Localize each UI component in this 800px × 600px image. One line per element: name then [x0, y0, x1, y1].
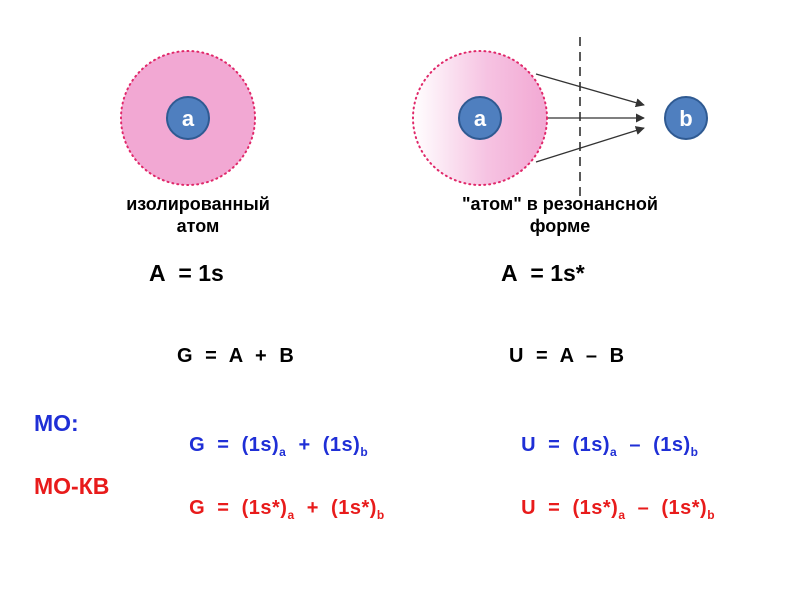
mokv-u-sub-a: a — [618, 508, 626, 522]
mo-g-pre: G = (1s) — [189, 434, 280, 456]
mokv-label: МО-КВ — [34, 473, 110, 499]
resonant-cloud-edge — [412, 50, 548, 186]
isolated-nucleus-label: a — [182, 106, 195, 131]
mo-u-equation: U = (1s)a – (1s)b — [509, 411, 699, 459]
mo-u-pre: U = (1s) — [521, 434, 611, 456]
mokv-u-sub-b: b — [707, 508, 716, 522]
basis-isolated-equation: А = 1s — [149, 260, 224, 286]
mokv-u-mid: – (1s*) — [625, 497, 708, 519]
mo-g-sub-b: b — [360, 445, 369, 459]
basis-resonant-equation: А = 1s* — [501, 260, 585, 286]
caption-resonant-line2: форме — [529, 216, 591, 236]
arrow-upper — [535, 73, 645, 108]
u-definition: U = A – B — [509, 345, 625, 367]
mokv-u-pre: U = (1s*) — [521, 497, 619, 519]
caption-resonant-line1: "атом" в резонансной — [462, 194, 658, 214]
resonant-nucleus-label: a — [474, 106, 487, 131]
mokv-g-equation: G = (1s*)a + (1s*)b — [177, 474, 385, 522]
mo-u-sub-a: a — [610, 445, 618, 459]
resonant-nucleus — [458, 96, 502, 140]
mokv-g-sub-a: a — [287, 508, 295, 522]
mo-u-sub-b: b — [690, 445, 699, 459]
mo-label: МО: — [34, 410, 79, 436]
partner-nucleus-label: b — [679, 106, 692, 131]
mo-g-equation: G = (1s)a + (1s)b — [177, 411, 368, 459]
isolated-nucleus — [166, 96, 210, 140]
caption-isolated-line1: изолированный — [126, 194, 270, 214]
caption-isolated: изолированный атом — [98, 193, 298, 237]
mo-g-mid: + (1s) — [286, 434, 361, 456]
caption-isolated-line2: атом — [176, 216, 220, 236]
arrow-lower — [535, 126, 645, 163]
mo-g-sub-a: a — [279, 445, 287, 459]
mokv-g-sub-b: b — [376, 508, 385, 522]
mo-u-mid: – (1s) — [617, 434, 691, 456]
caption-resonant: "атом" в резонансной форме — [410, 193, 710, 237]
g-definition: G = A + B — [177, 345, 295, 367]
partner-nucleus — [664, 96, 708, 140]
mokv-u-equation: U = (1s*)a – (1s*)b — [509, 474, 715, 522]
mokv-g-pre: G = (1s*) — [189, 497, 288, 519]
mokv-g-mid: + (1s*) — [294, 497, 377, 519]
